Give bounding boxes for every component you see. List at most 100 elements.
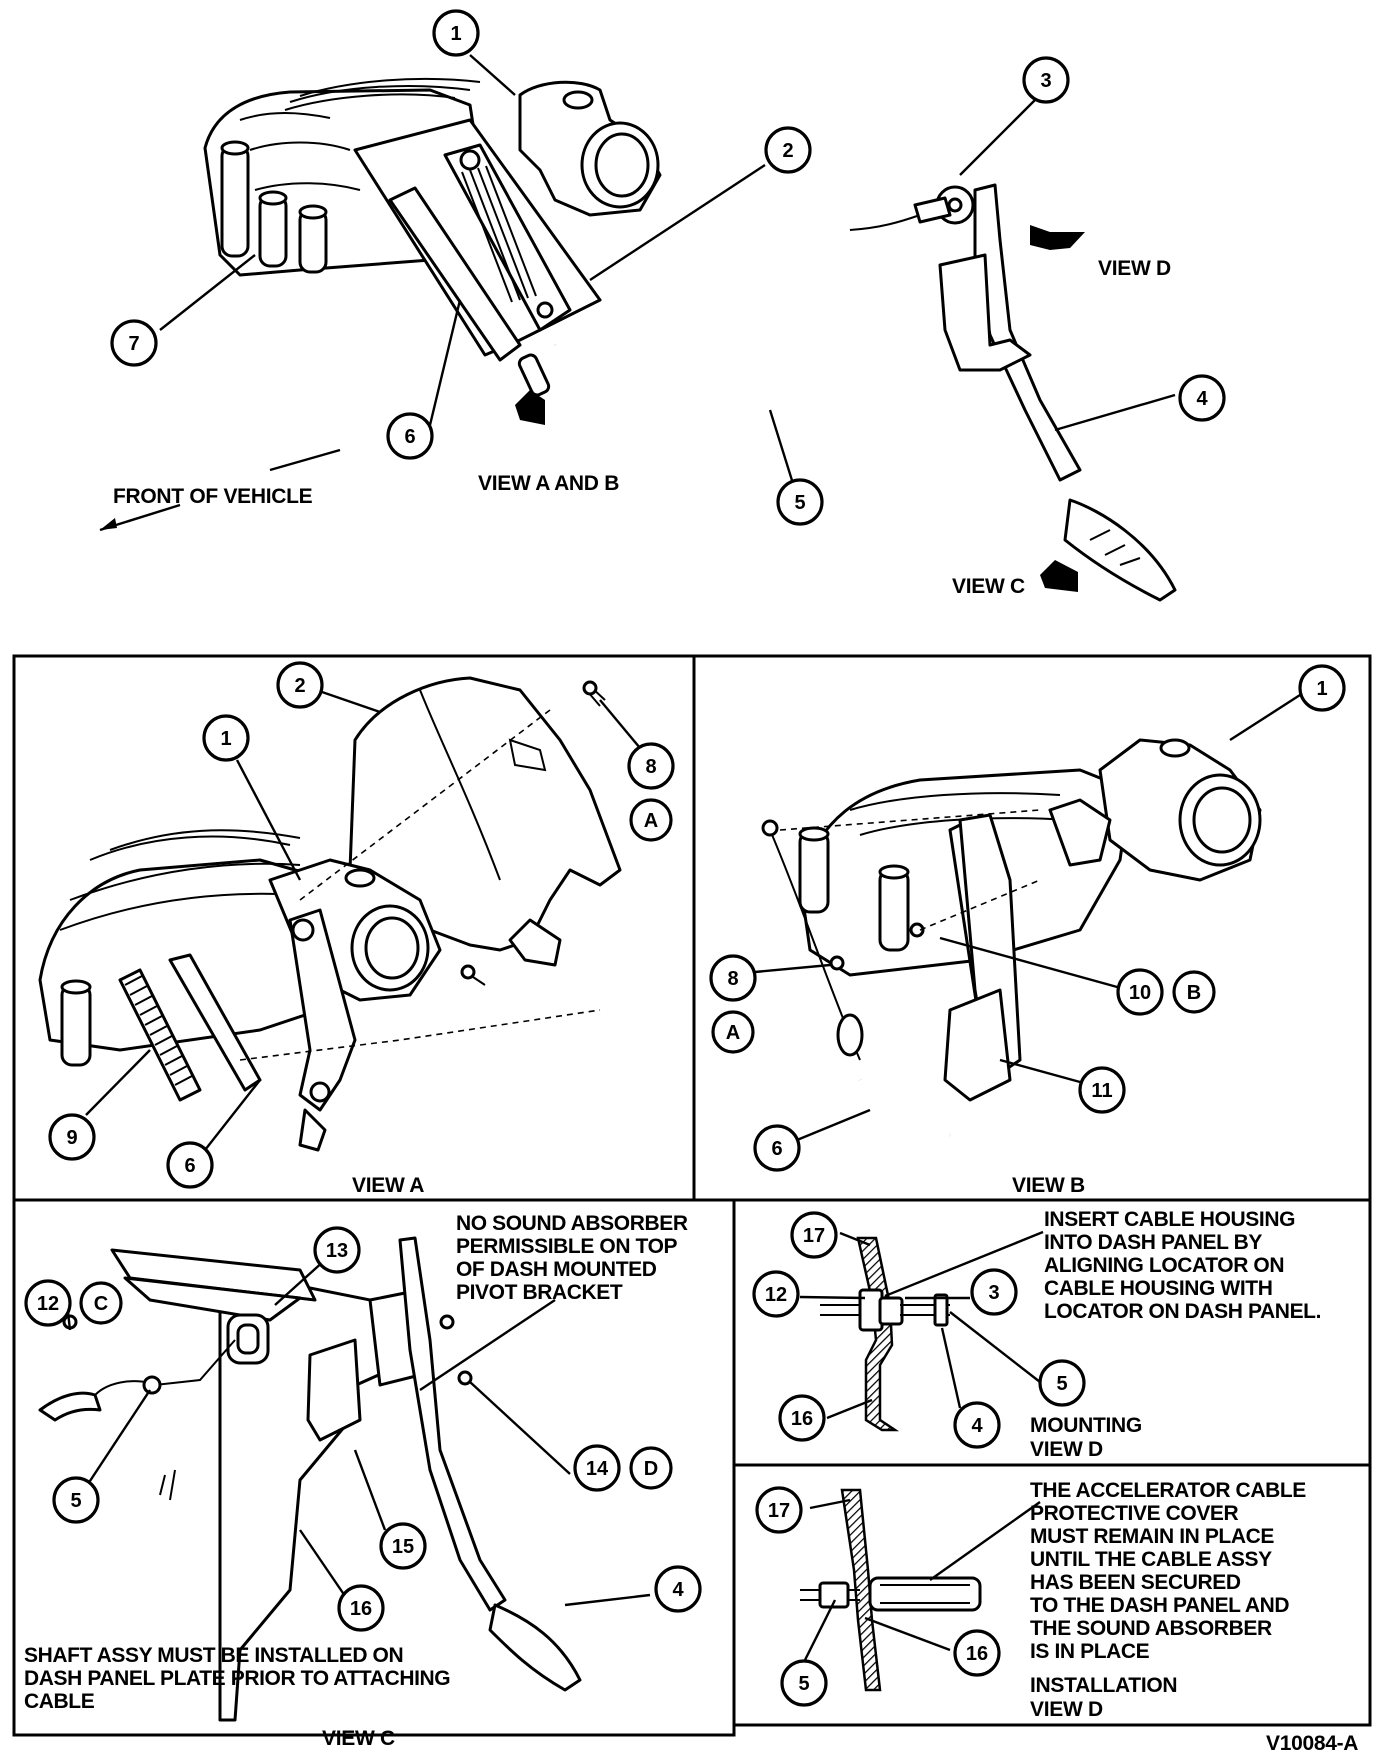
svg-text:17: 17	[803, 1225, 825, 1247]
svg-text:1: 1	[450, 23, 461, 45]
front-arrowhead	[100, 518, 117, 530]
svg-text:3: 3	[1040, 70, 1051, 92]
callout-view-c-15: 15	[379, 1522, 427, 1570]
callout-1: 1	[432, 9, 480, 57]
callout-view-b-6: 6	[753, 1124, 801, 1172]
callout-view-b-1: 1	[1298, 664, 1346, 712]
callout-install-5: 5	[780, 1659, 828, 1707]
letter-view-b-A: A	[711, 1010, 755, 1054]
svg-text:5: 5	[1056, 1373, 1067, 1395]
callout-view-b-10: 10	[1116, 968, 1164, 1016]
svg-text:10: 10	[1129, 982, 1151, 1004]
callout-view-c-5: 5	[52, 1476, 100, 1524]
view-c-note-bottom: SHAFT ASSY MUST BE INSTALLED ON DASH PAN…	[24, 1644, 456, 1713]
installation-note: THE ACCELERATOR CABLE PROTECTIVE COVER M…	[1030, 1479, 1311, 1663]
callout-mount-5: 5	[1038, 1359, 1086, 1407]
callout-view-c-13: 13	[313, 1226, 361, 1274]
svg-text:A: A	[644, 810, 658, 832]
front-of-vehicle-label: FRONT OF VEHICLE	[113, 485, 313, 508]
mounting-view-d-panel: 17 12 3 5 16 4 INSERT CABLE HOUSING INTO…	[752, 1208, 1321, 1461]
svg-text:15: 15	[392, 1536, 414, 1558]
svg-text:16: 16	[350, 1598, 372, 1620]
callout-view-c-4: 4	[654, 1565, 702, 1613]
callout-7: 7	[110, 319, 158, 367]
svg-text:4: 4	[1196, 388, 1208, 410]
svg-text:2: 2	[294, 675, 305, 697]
svg-text:6: 6	[404, 426, 415, 448]
svg-text:8: 8	[727, 968, 738, 990]
figure-id: V10084-A	[1266, 1732, 1358, 1755]
svg-text:12: 12	[765, 1284, 787, 1306]
letter-view-b-B: B	[1172, 970, 1216, 1014]
view-c-panel: 13 12 C 5 14 D 15 16 4 NO SOUND ABSORBER…	[24, 1212, 702, 1750]
overview-section: 1 2 3 4 5 6 7 VIEW D VIEW A AND B VIEW C…	[99, 9, 1226, 602]
svg-text:4: 4	[672, 1579, 684, 1601]
svg-text:16: 16	[966, 1643, 988, 1665]
svg-text:B: B	[1187, 982, 1201, 1004]
view-c-title: VIEW C	[322, 1727, 395, 1750]
letter-view-a-A: A	[629, 798, 673, 842]
mounting-view-d-title: MOUNTING VIEW D	[1030, 1414, 1147, 1461]
callout-mount-16: 16	[778, 1394, 826, 1442]
svg-text:4: 4	[971, 1415, 983, 1437]
callout-2: 2	[764, 126, 812, 174]
svg-text:5: 5	[70, 1490, 81, 1512]
svg-text:12: 12	[37, 1293, 59, 1315]
callout-5: 5	[776, 478, 824, 526]
throttle-bracket-drawing	[353, 118, 602, 397]
callout-mount-4: 4	[953, 1401, 1001, 1449]
callout-install-17: 17	[755, 1486, 803, 1534]
callout-4: 4	[1178, 374, 1226, 422]
view-c-note-top: NO SOUND ABSORBER PERMISSIBLE ON TOP OF …	[456, 1212, 693, 1304]
callout-view-c-14: 14	[573, 1444, 621, 1492]
callout-install-16: 16	[953, 1629, 1001, 1677]
callout-view-b-11: 11	[1078, 1066, 1126, 1114]
callout-view-a-9: 9	[48, 1113, 96, 1161]
panel-frames	[12, 654, 1372, 1737]
installation-view-d-title: INSTALLATION VIEW D	[1030, 1674, 1183, 1721]
svg-text:3: 3	[988, 1282, 999, 1304]
view-c-arrow	[1040, 560, 1078, 592]
throttle-body-drawing	[518, 80, 662, 217]
svg-text:14: 14	[586, 1458, 609, 1480]
svg-text:A: A	[726, 1022, 740, 1044]
callout-view-a-2: 2	[276, 661, 324, 709]
callout-view-a-8: 8	[627, 742, 675, 790]
accelerator-pedal-drawing	[913, 183, 1177, 602]
view-d-arrow	[1030, 225, 1085, 250]
callout-mount-17: 17	[790, 1211, 838, 1259]
callout-mount-3: 3	[970, 1268, 1018, 1316]
view-d-label: VIEW D	[1098, 257, 1171, 280]
svg-text:9: 9	[66, 1127, 77, 1149]
mounting-note: INSERT CABLE HOUSING INTO DASH PANEL BY …	[1044, 1208, 1321, 1323]
svg-text:7: 7	[128, 333, 139, 355]
svg-text:1: 1	[1316, 678, 1327, 700]
callout-mount-12: 12	[752, 1270, 800, 1318]
installation-view-d-panel: 17 5 16 THE ACCELERATOR CABLE PROTECTIVE…	[755, 1479, 1311, 1721]
view-c-label: VIEW C	[952, 575, 1025, 598]
letter-view-c-C: C	[79, 1281, 123, 1325]
view-a-title: VIEW A	[352, 1174, 424, 1197]
callout-3: 3	[1022, 56, 1070, 104]
svg-text:5: 5	[798, 1673, 809, 1695]
callout-view-a-6: 6	[166, 1141, 214, 1189]
letter-view-c-D: D	[629, 1446, 673, 1490]
svg-text:C: C	[94, 1293, 108, 1315]
svg-text:8: 8	[645, 756, 656, 778]
callout-view-a-1: 1	[202, 714, 250, 762]
svg-text:2: 2	[782, 140, 793, 162]
view-a-panel: 2 1 8 A 9 6 VIEW A	[38, 661, 675, 1197]
callout-view-c-16: 16	[337, 1584, 385, 1632]
callout-view-c-12: 12	[24, 1279, 72, 1327]
svg-text:6: 6	[771, 1138, 782, 1160]
view-b-title: VIEW B	[1012, 1174, 1085, 1197]
svg-text:13: 13	[326, 1240, 348, 1262]
callout-6: 6	[386, 412, 434, 460]
svg-text:D: D	[644, 1458, 658, 1480]
view-b-panel: 1 8 A 10 B 11 6 VIEW B	[709, 664, 1346, 1197]
svg-text:17: 17	[768, 1500, 790, 1522]
svg-text:5: 5	[794, 492, 805, 514]
svg-text:11: 11	[1091, 1080, 1112, 1102]
callout-view-b-8: 8	[709, 954, 757, 1002]
